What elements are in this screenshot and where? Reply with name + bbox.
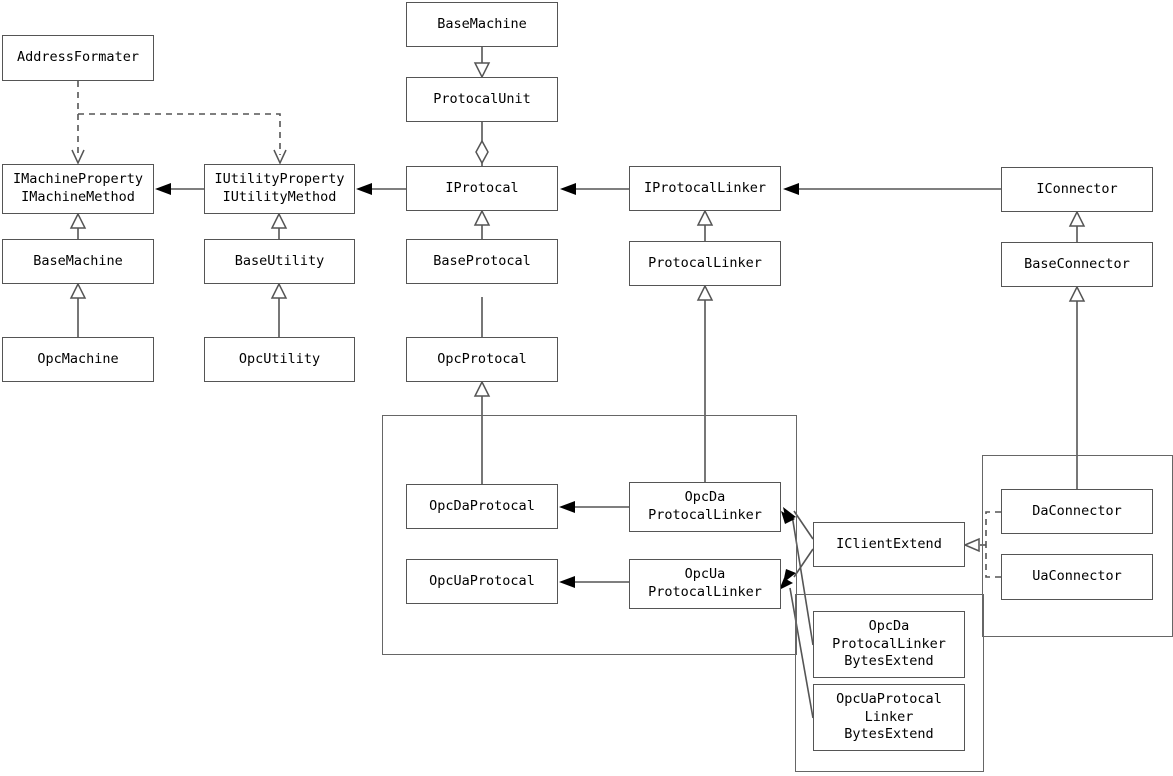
generalization-arrowhead	[1068, 285, 1086, 302]
group-connector-container	[982, 455, 1173, 637]
generalization-arrowhead	[1068, 210, 1086, 227]
realization-arrowhead	[963, 537, 980, 553]
generalization-arrowhead	[270, 282, 288, 299]
association-arrowhead	[356, 183, 372, 195]
generalization-arrowhead	[473, 209, 491, 226]
generalization-arrowhead	[696, 209, 714, 226]
class-node-iclient-extend[interactable]: IClientExtend	[813, 522, 965, 567]
class-node-address-formater[interactable]: AddressFormater	[2, 35, 154, 81]
class-node-opc-ua-protocal-linker-bytes[interactable]: OpcUaProtocal Linker BytesExtend	[813, 684, 965, 751]
class-node-iconnector[interactable]: IConnector	[1001, 167, 1153, 212]
generalization-arrowhead	[473, 380, 491, 397]
generalization-arrowhead	[696, 284, 714, 301]
dependency-arrowhead	[71, 149, 85, 165]
class-node-protocal-linker[interactable]: ProtocalLinker	[629, 241, 781, 286]
class-node-iprotocal[interactable]: IProtocal	[406, 166, 558, 211]
class-node-imachine-property-method[interactable]: IMachineProperty IMachineMethod	[2, 164, 154, 214]
generalization-arrowhead	[69, 282, 87, 299]
class-node-opc-protocal[interactable]: OpcProtocal	[406, 337, 558, 382]
class-node-opc-da-protocal[interactable]: OpcDaProtocal	[406, 484, 558, 529]
class-node-base-protocal[interactable]: BaseProtocal	[406, 239, 558, 284]
dependency-arrowhead	[273, 149, 287, 165]
association-arrowhead	[783, 183, 799, 195]
class-node-da-connector[interactable]: DaConnector	[1001, 489, 1153, 534]
class-node-base-utility[interactable]: BaseUtility	[204, 239, 355, 284]
aggregation-diamond	[475, 139, 489, 165]
association-arrowhead	[155, 183, 171, 195]
generalization-arrowhead	[473, 62, 491, 79]
class-node-base-connector[interactable]: BaseConnector	[1001, 242, 1153, 287]
class-node-opc-ua-protocal[interactable]: OpcUaProtocal	[406, 559, 558, 604]
generalization-arrowhead	[69, 212, 87, 229]
class-node-protocal-unit[interactable]: ProtocalUnit	[406, 77, 558, 122]
class-node-iutility-property-method[interactable]: IUtilityProperty IUtilityMethod	[204, 164, 355, 214]
class-node-base-machine-top[interactable]: BaseMachine	[406, 2, 558, 47]
class-node-opc-utility[interactable]: OpcUtility	[204, 337, 355, 382]
group-protocal-linker-container	[382, 415, 797, 655]
class-node-base-machine[interactable]: BaseMachine	[2, 239, 154, 284]
class-node-opc-machine[interactable]: OpcMachine	[2, 337, 154, 382]
class-node-opc-da-protocal-linker-bytes[interactable]: OpcDa ProtocalLinker BytesExtend	[813, 611, 965, 678]
class-node-opc-da-protocal-linker[interactable]: OpcDa ProtocalLinker	[629, 482, 781, 532]
class-node-ua-connector[interactable]: UaConnector	[1001, 554, 1153, 600]
generalization-arrowhead	[270, 212, 288, 229]
class-node-iprotocal-linker[interactable]: IProtocalLinker	[629, 166, 781, 211]
class-node-opc-ua-protocal-linker[interactable]: OpcUa ProtocalLinker	[629, 559, 781, 609]
association-arrowhead	[560, 183, 576, 195]
